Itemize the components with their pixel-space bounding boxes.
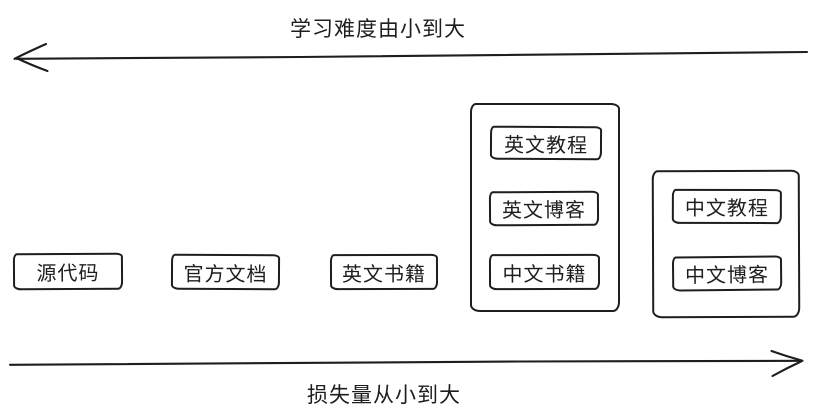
group-box-english-resources: 英文教程 英文博客 中文书籍 xyxy=(470,103,620,312)
box-english-blogs: 英文博客 xyxy=(488,190,600,227)
box-chinese-blogs-label: 中文博客 xyxy=(685,264,770,288)
box-english-tutorials-label: 英文教程 xyxy=(503,134,589,157)
difficulty-axis-label: 学习难度由小到大 xyxy=(290,18,466,41)
group-box-chinese-resources: 中文教程 中文博客 xyxy=(651,169,801,319)
box-english-books: 英文书籍 xyxy=(329,253,439,291)
box-chinese-tutorials-label: 中文教程 xyxy=(684,197,769,221)
box-english-blogs-label: 英文博客 xyxy=(501,199,587,223)
box-english-tutorials: 英文教程 xyxy=(489,125,603,161)
box-english-books-label: 英文书籍 xyxy=(341,263,427,286)
box-chinese-tutorials: 中文教程 xyxy=(671,188,782,225)
box-official-docs-label: 官方文档 xyxy=(183,263,268,286)
box-source-code-label: 源代码 xyxy=(36,262,100,286)
box-official-docs: 官方文档 xyxy=(170,253,281,291)
box-chinese-books: 中文书籍 xyxy=(488,253,601,291)
loss-axis-label: 损失量从小到大 xyxy=(307,384,461,407)
box-chinese-blogs: 中文博客 xyxy=(671,255,783,292)
difficulty-axis-arrow xyxy=(13,42,809,73)
loss-axis-arrow xyxy=(8,349,804,378)
box-chinese-books-label: 中文书籍 xyxy=(502,263,587,286)
box-source-code: 源代码 xyxy=(12,252,124,291)
